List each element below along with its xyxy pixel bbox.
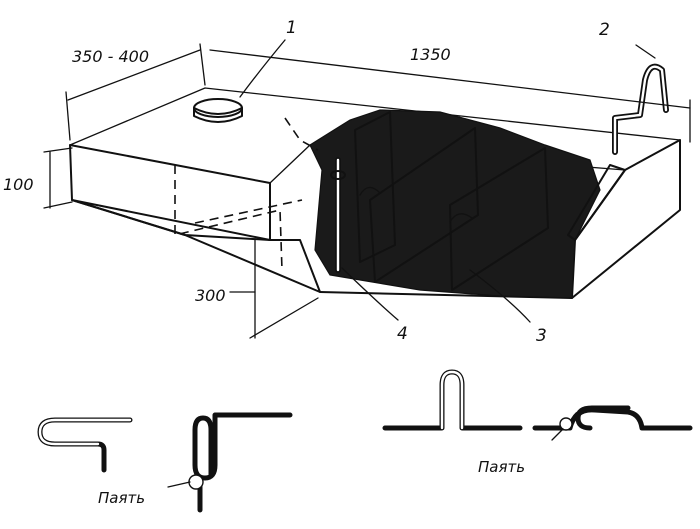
solder-note-left: Паять (98, 489, 145, 507)
figure-labels: 1 2 3 4 350 - 400 1350 100 300 (3, 18, 610, 346)
callout-4: 4 (397, 324, 408, 344)
baffle-plates (354, 111, 549, 291)
solder-point (188, 474, 204, 490)
seam-detail-1 (37, 417, 133, 473)
baffle-plate-1 (354, 111, 396, 263)
tank-lower-face (71, 199, 321, 293)
vent-pipe (330, 157, 346, 273)
dimension-lines (43, 43, 691, 339)
baffle-plate-3 (449, 147, 549, 291)
dim-width: 350 - 400 (72, 47, 149, 66)
leader-lines (239, 39, 656, 323)
tank-interior (309, 109, 601, 299)
solder-point (559, 417, 573, 431)
dim-depth: 300 (195, 286, 226, 305)
filler-cap (193, 98, 243, 123)
callout-3: 3 (536, 326, 547, 346)
callout-2: 2 (599, 20, 610, 40)
seam-detail-4 (532, 405, 693, 441)
baffle-plate-2 (369, 127, 479, 283)
seam-detail-3 (382, 369, 523, 431)
dim-height: 100 (3, 175, 34, 194)
solder-note-right: Паять (478, 458, 525, 476)
tank-front-face (69, 144, 271, 241)
callout-1: 1 (286, 18, 297, 38)
seam-detail-2 (167, 412, 293, 513)
dim-length: 1350 (410, 45, 451, 64)
breather-pipe (612, 63, 669, 155)
hidden-lines (174, 117, 319, 271)
